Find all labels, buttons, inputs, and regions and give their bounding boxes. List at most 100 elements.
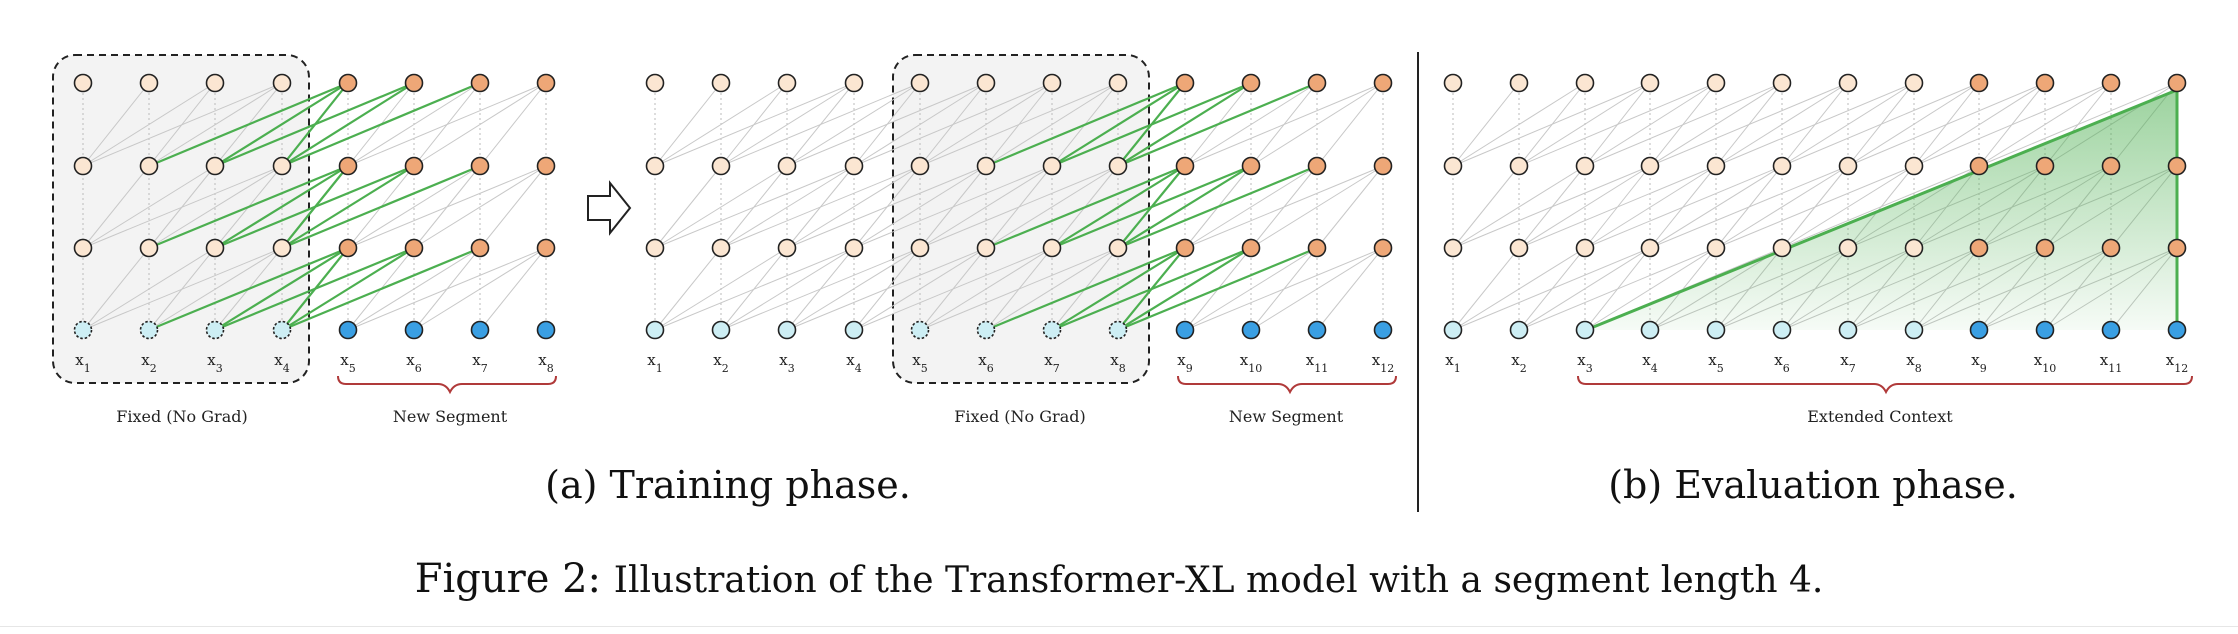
hidden-state-node (1706, 156, 1726, 176)
hidden-state-node (645, 238, 665, 258)
token-label-x8: x8 (538, 351, 553, 375)
hidden-state-node (1772, 73, 1792, 93)
attention-edge (347, 82, 481, 167)
cached-memory-edge (148, 246, 349, 332)
token-label-x5: x5 (340, 351, 355, 375)
hidden-state-node (73, 73, 93, 93)
token-label-x7: x7 (472, 351, 487, 375)
attention-edge (853, 82, 987, 167)
hidden-state-node (711, 156, 731, 176)
cached-memory-edge (1117, 247, 1252, 331)
attention-edge (1452, 82, 1520, 167)
attention-edge (1518, 247, 1651, 331)
hidden-state-node (1575, 238, 1595, 258)
hidden-state-node (711, 73, 731, 93)
fixed-no-grad-box (52, 54, 310, 384)
attention-edge (1452, 247, 1651, 331)
hidden-state-node (404, 238, 424, 258)
token-label-x12: x12 (2166, 351, 2188, 375)
attention-edge (654, 165, 855, 249)
hidden-state-node (338, 238, 358, 258)
attention-edge (720, 165, 921, 249)
cached-memory-edge (1117, 82, 1186, 167)
cached-memory-edge (1117, 246, 1318, 332)
attention-edge (786, 165, 921, 249)
attention-edge (82, 82, 216, 167)
attention-edge (1518, 247, 1717, 331)
input-token-node (1640, 320, 1660, 340)
attention-edge (1452, 165, 1586, 249)
hidden-state-node (1175, 156, 1195, 176)
cached-memory-edge (281, 165, 349, 249)
hidden-state-node (711, 238, 731, 258)
cached-memory-edge (281, 165, 415, 249)
hidden-state-node (139, 238, 159, 258)
attention-edge (347, 247, 547, 331)
token-label-x6: x6 (1774, 351, 1789, 375)
cached-memory-edge (1117, 81, 1318, 168)
hidden-state-node (1042, 73, 1062, 93)
token-label-x7: x7 (1840, 351, 1855, 375)
hidden-state-node (1838, 238, 1858, 258)
attention-edge (1184, 247, 1318, 331)
token-label-x11: x11 (2100, 351, 2122, 375)
attention-edge (82, 247, 283, 331)
attention-edge (919, 247, 1119, 331)
cached-memory-edge (214, 247, 349, 331)
token-label-x10: x10 (2034, 351, 2056, 375)
attention-edge (1184, 247, 1384, 331)
attention-edge (413, 247, 547, 331)
hidden-state-node (910, 156, 930, 176)
cached-memory-edge (281, 81, 481, 168)
input-token-node (1241, 320, 1261, 340)
attention-edge (786, 82, 987, 167)
hidden-state-node (205, 238, 225, 258)
attention-edge (1250, 247, 1384, 331)
token-label-x9: x9 (1971, 351, 1986, 375)
attention-edge (479, 82, 547, 167)
attention-edge (148, 82, 283, 167)
hidden-state-node (404, 73, 424, 93)
hidden-state-node (1838, 73, 1858, 93)
cached-memory-edge (281, 164, 481, 250)
attention-edge (919, 247, 1053, 331)
input-token-node (1175, 320, 1195, 340)
attention-edge (1452, 82, 1651, 167)
cached-memory-edge (985, 246, 1186, 332)
hidden-state-node (1373, 156, 1393, 176)
attention-edge (1847, 82, 1980, 167)
input-token-node (2101, 320, 2121, 340)
attention-edge (347, 165, 547, 249)
cached-memory-edge (1117, 165, 1186, 249)
cached-memory-edge (1051, 247, 1186, 331)
input-token-node (1108, 320, 1128, 340)
hidden-state-node (2035, 238, 2055, 258)
hidden-state-node (1373, 73, 1393, 93)
cached-memory-edge (281, 247, 415, 331)
input-token-node (1838, 320, 1858, 340)
hidden-state-node (1108, 156, 1128, 176)
attention-edge (1250, 82, 1384, 167)
hidden-state-node (2101, 238, 2121, 258)
attention-edge (720, 82, 855, 167)
hidden-state-node (2167, 156, 2187, 176)
input-token-node (272, 320, 292, 340)
attention-edge (919, 165, 1053, 249)
input-token-node (645, 320, 665, 340)
token-label-x9: x9 (1177, 351, 1192, 375)
cached-memory-edge (1051, 82, 1186, 167)
hidden-state-node (1307, 238, 1327, 258)
attention-edge (347, 165, 481, 249)
attention-edge (1781, 82, 1915, 167)
hidden-state-node (272, 238, 292, 258)
hidden-state-node (536, 238, 556, 258)
hidden-state-node (645, 73, 665, 93)
attention-edge (720, 247, 855, 331)
token-label-x2: x2 (1511, 351, 1526, 375)
fixed-label: Fixed (No Grad) (116, 407, 247, 426)
cached-memory-edge (1117, 164, 1318, 250)
figure-caption-text: Illustration of the Transformer-XL model… (613, 560, 1824, 601)
input-token-node (338, 320, 358, 340)
